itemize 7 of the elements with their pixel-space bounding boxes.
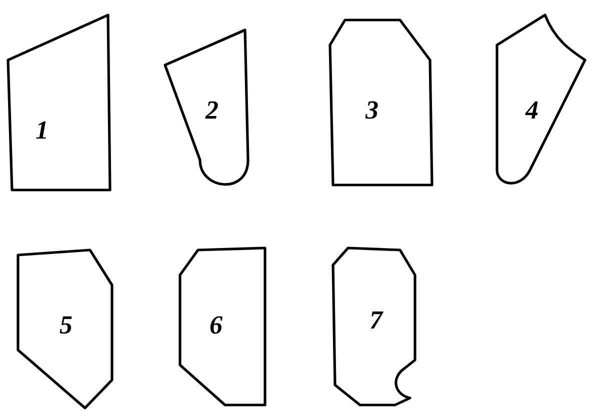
shape-outline: 7 [332, 246, 416, 406]
shape-outline: 2 [164, 28, 250, 186]
shape-outline: 5 [16, 248, 114, 410]
shape-outline: 1 [6, 14, 112, 192]
shape-outline: 4 [496, 14, 586, 184]
shape-outline: 6 [178, 246, 266, 406]
shape-outline: 3 [328, 18, 434, 186]
